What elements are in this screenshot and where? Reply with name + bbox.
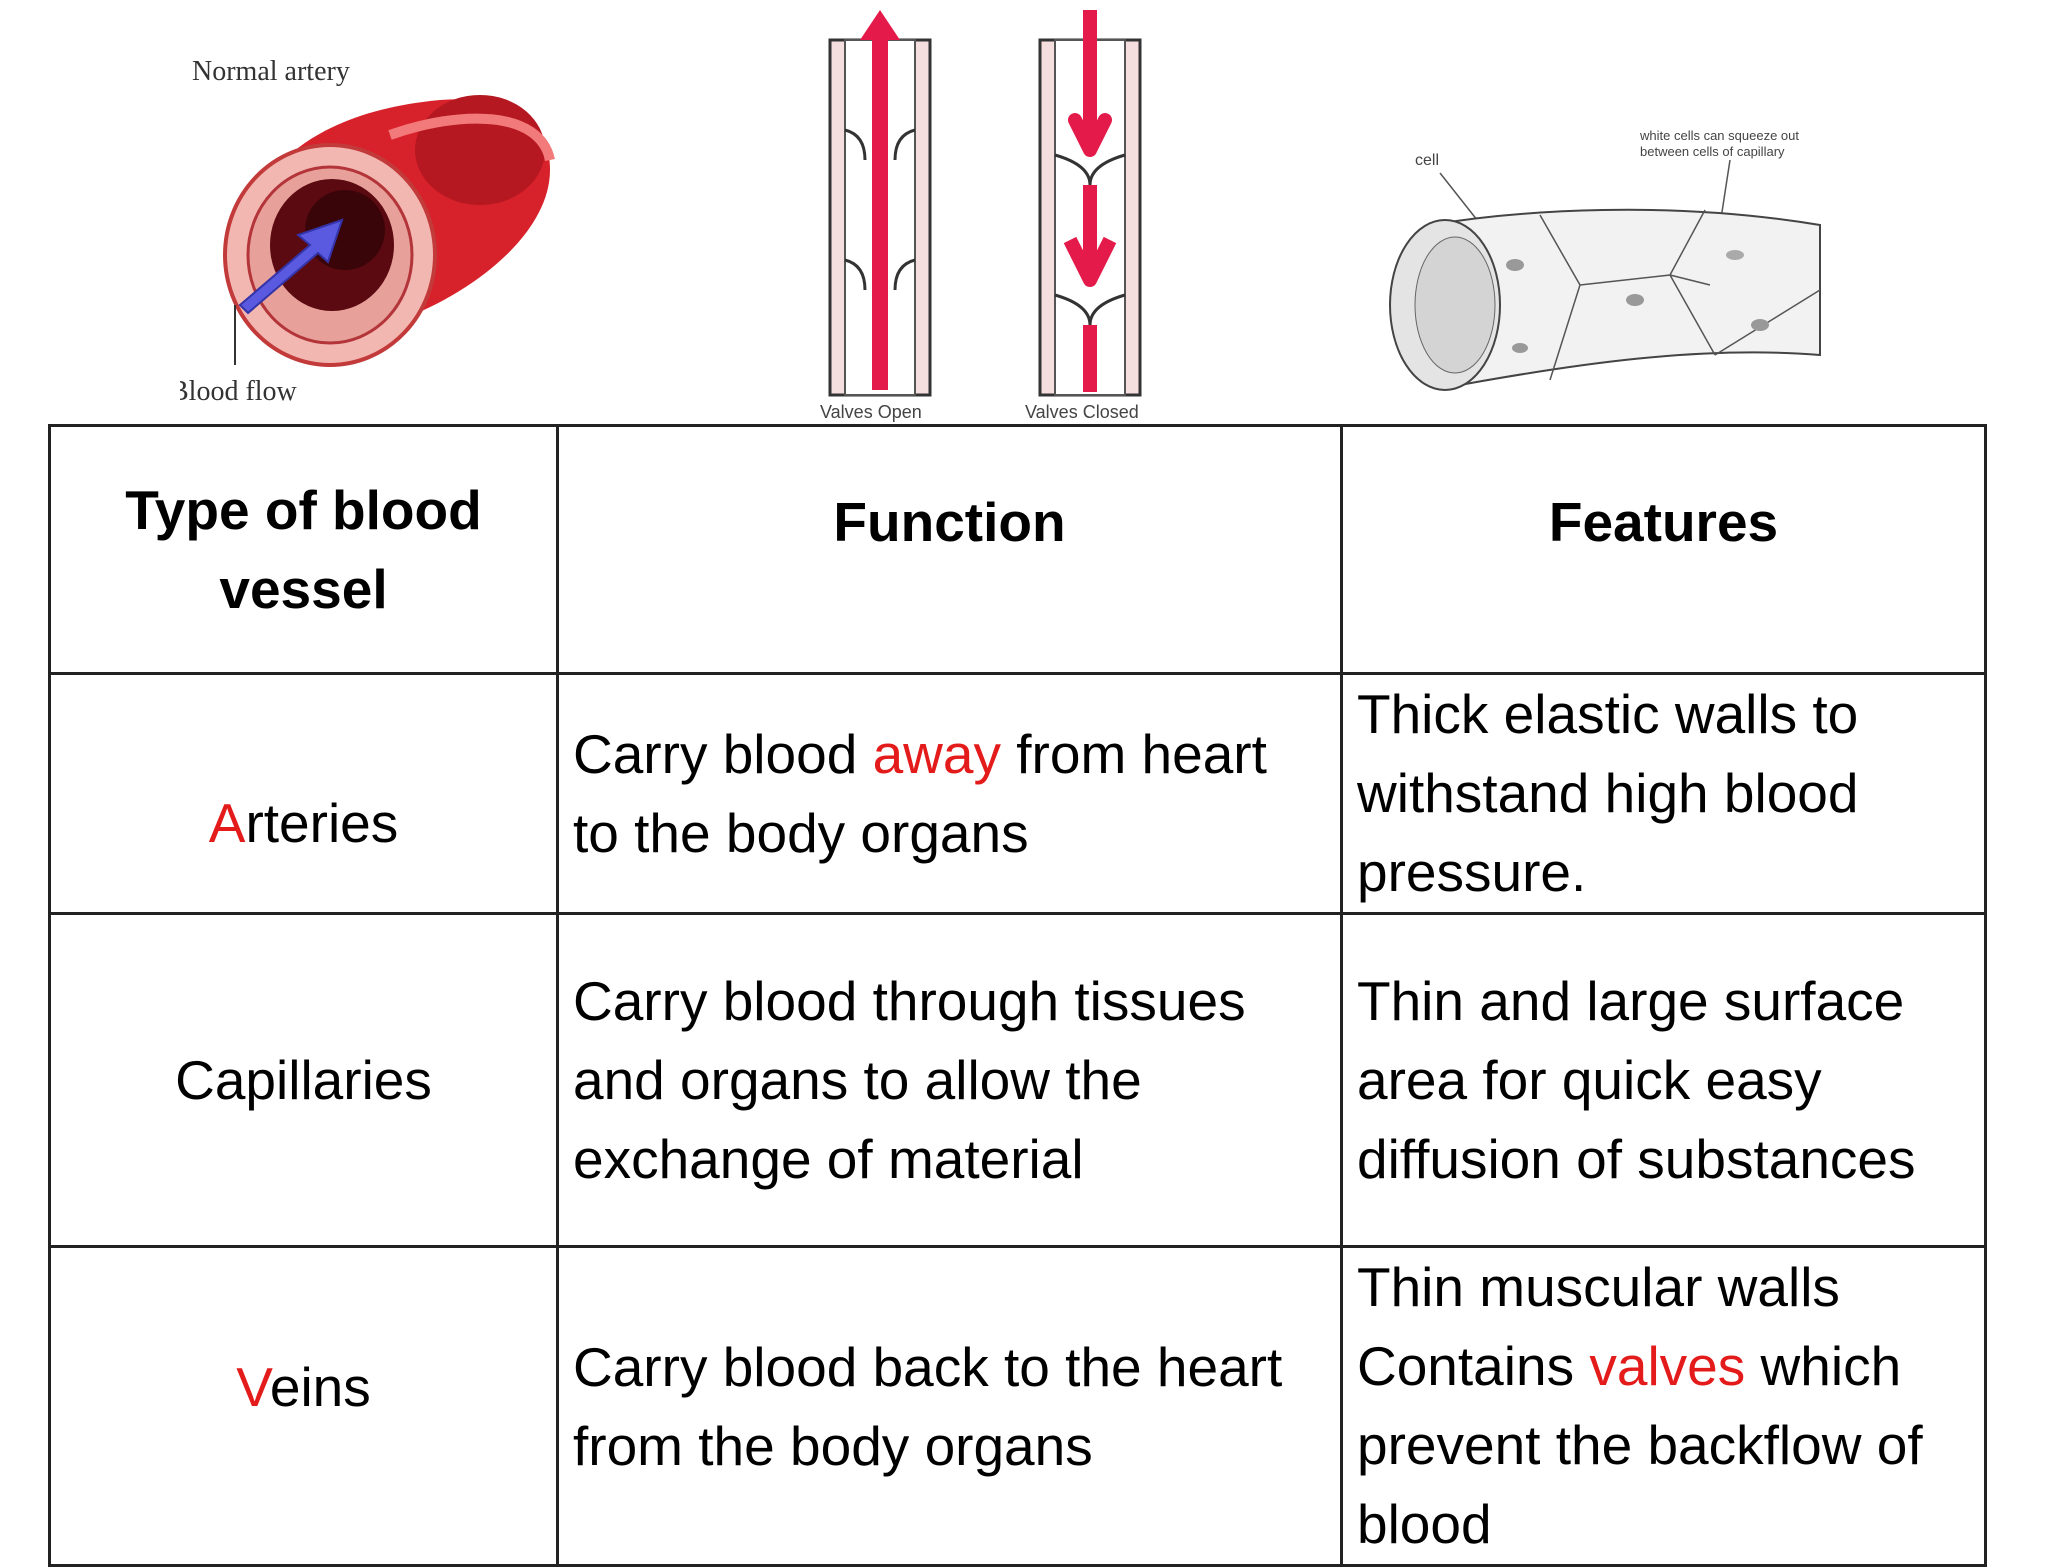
vein-valves-illustration: Valves Open Valves Closed xyxy=(820,10,1142,422)
function-text: Carry blood xyxy=(573,722,873,785)
cell-features-capillaries: Thin and large surface area for quick ea… xyxy=(1340,912,1987,1248)
features-highlight: valves xyxy=(1589,1335,1746,1397)
cell-type-capillaries: Capillaries xyxy=(48,912,559,1248)
table-row: Capillaries Carry blood through tissues … xyxy=(48,912,1987,1248)
capillary-cell-label: cell xyxy=(1415,152,1439,169)
type-initial: V xyxy=(236,1356,270,1418)
function-text: from heart to the body organs xyxy=(573,722,1267,864)
cell-type-arteries: Arteries xyxy=(48,672,559,915)
cell-features-arteries: Thick elastic walls to withstand high bl… xyxy=(1340,672,1987,915)
type-rest: eins xyxy=(269,1356,371,1418)
illustrations-strip: Normal artery Blood flow Valves Open Val… xyxy=(0,0,2048,425)
type-rest: rteries xyxy=(245,792,399,854)
header-type: Type of blood vessel xyxy=(48,424,559,675)
blood-vessel-table: Type of blood vessel Function Features A… xyxy=(48,424,1987,1567)
artery-illustration: Normal artery Blood flow xyxy=(180,56,555,407)
cell-type-veins: Veins xyxy=(48,1245,559,1567)
features-text: Contains xyxy=(1357,1335,1590,1397)
header-function: Function xyxy=(556,424,1343,675)
artery-caption: Blood flow xyxy=(180,376,298,407)
valves-open-label: Valves Open xyxy=(820,402,922,422)
capillary-note-line1: white cells can squeeze out xyxy=(1639,128,1799,143)
cell-function-veins: Carry blood back to the heart from the b… xyxy=(556,1245,1343,1567)
function-highlight: away xyxy=(872,722,1001,785)
artery-title: Normal artery xyxy=(192,56,350,87)
header-features: Features xyxy=(1340,424,1987,675)
cell-function-capillaries: Carry blood through tissues and organs t… xyxy=(556,912,1343,1248)
table-header-row: Type of blood vessel Function Features xyxy=(48,424,1987,675)
table-row: Veins Carry blood back to the heart from… xyxy=(48,1245,1987,1567)
valves-closed-label: Valves Closed xyxy=(1025,402,1139,422)
capillary-note-line2: between cells of capillary xyxy=(1640,144,1785,159)
table-row: Arteries Carry blood away from heart to … xyxy=(48,672,1987,915)
cell-function-arteries: Carry blood away from heart to the body … xyxy=(556,672,1343,915)
type-initial: A xyxy=(208,792,246,854)
features-line: Thin muscular walls xyxy=(1357,1256,1840,1318)
capillary-illustration: cell white cells can squeeze out between… xyxy=(1370,115,1840,415)
